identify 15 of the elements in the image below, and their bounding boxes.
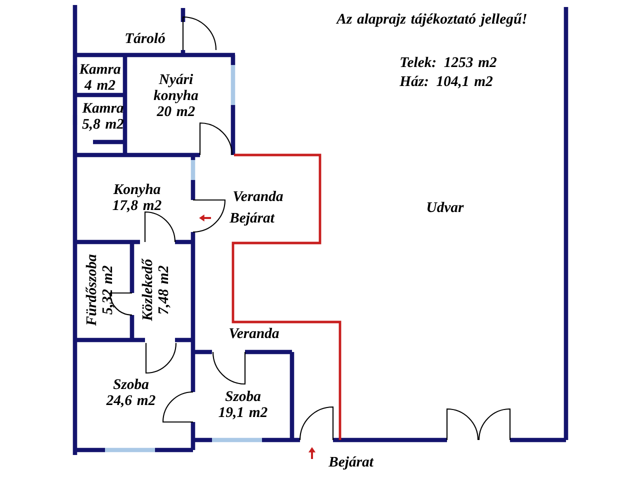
room-label: Az alaprajz tájékoztató jellegű!: [336, 13, 526, 27]
room-label: Veranda: [230, 328, 279, 338]
room-label: Telek: 1253 m2: [400, 56, 496, 68]
room-label: Szoba 19,1 m2: [218, 390, 268, 420]
room-label: Tároló: [126, 32, 165, 44]
room-label: Bejárat: [328, 456, 374, 470]
room-label: Szoba 24,6 m2: [106, 378, 156, 408]
room-label: Veranda: [234, 190, 283, 202]
room-label: Nyári konyha 20 m2: [154, 74, 198, 116]
room-label: Kamra 4 m2: [79, 64, 120, 90]
room-label: Konyha 17,8 m2: [112, 184, 162, 212]
room-label: Ház: 104,1 m2: [400, 76, 493, 88]
room-label: Udvar: [427, 202, 464, 212]
room-label: Bejárat: [229, 212, 275, 226]
room-label: Közlekedő 7,48 m2: [142, 258, 170, 322]
